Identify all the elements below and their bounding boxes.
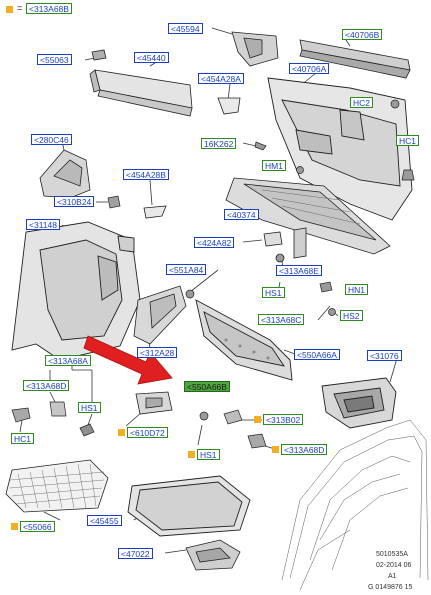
pillar-trim-280C46 bbox=[39, 149, 91, 199]
part-label-16K262[interactable]: 16K262 bbox=[201, 138, 237, 149]
part-label-31076[interactable]: <31076 bbox=[367, 350, 402, 361]
part-label-40706B[interactable]: <40706B bbox=[342, 29, 383, 40]
part-label-31148[interactable]: <31148 bbox=[26, 219, 60, 230]
reference-date: 02-2014 06 bbox=[376, 562, 412, 569]
part-label-55066[interactable]: <55066 bbox=[20, 521, 55, 532]
highlight-arrow-icon bbox=[83, 335, 173, 385]
reference-rev: A1 bbox=[388, 573, 397, 580]
part-label-HS2[interactable]: HS2 bbox=[340, 310, 363, 321]
part-label-313A68A[interactable]: <313A68A bbox=[45, 355, 91, 366]
clip-hm1 bbox=[296, 166, 304, 174]
part-label-313A68D-left[interactable]: <313A68D bbox=[23, 380, 70, 391]
cover-610D72 bbox=[135, 391, 173, 415]
part-label-HS1-bottom[interactable]: HS1 bbox=[197, 449, 220, 460]
part-label-551A84[interactable]: <551A84 bbox=[166, 264, 207, 275]
clip-551A84 bbox=[185, 289, 195, 299]
marker-313A68D-icon bbox=[272, 446, 279, 453]
bracket-313A68A bbox=[49, 401, 67, 417]
clips-right bbox=[223, 409, 267, 449]
marker-55066-icon bbox=[11, 523, 18, 530]
body-side-outline bbox=[281, 419, 429, 591]
cover-454A28B bbox=[143, 205, 167, 219]
part-label-454A28A[interactable]: <454A28A bbox=[198, 73, 244, 84]
reference-code: 5010535A bbox=[376, 551, 408, 558]
part-label-HS1-left[interactable]: HS1 bbox=[78, 402, 101, 413]
scuff-plate-40374 bbox=[225, 177, 391, 255]
part-label-HS1-upper[interactable]: HS1 bbox=[262, 287, 285, 298]
part-label-550A66B-highlighted[interactable]: <550A66B bbox=[184, 381, 230, 392]
quarter-trim-31148 bbox=[11, 221, 141, 361]
small-parts-left bbox=[11, 401, 95, 437]
part-label-HN1[interactable]: HN1 bbox=[345, 284, 369, 295]
floor-panel-550A66A bbox=[195, 299, 293, 381]
reference-gnum: G 0149876 15 bbox=[368, 584, 413, 591]
side-panel-312A28 bbox=[133, 285, 187, 345]
part-label-312A28[interactable]: <312A28 bbox=[137, 347, 178, 358]
part-label-313B02[interactable]: <313B02 bbox=[263, 414, 304, 425]
trim-40706B bbox=[299, 39, 411, 79]
part-label-45594[interactable]: <45594 bbox=[168, 23, 203, 34]
floor-mat-45455 bbox=[127, 475, 251, 537]
legend-equals: = bbox=[17, 3, 23, 13]
part-label-550A66A[interactable]: <550A66A bbox=[294, 349, 340, 360]
part-label-55063[interactable]: <55063 bbox=[37, 54, 72, 65]
part-label-45455[interactable]: <45455 bbox=[87, 515, 122, 526]
screw-16k262 bbox=[254, 141, 267, 151]
bracket-313A68E bbox=[275, 227, 307, 263]
marker-313B02-icon bbox=[254, 416, 261, 423]
clip-313B02 bbox=[223, 409, 243, 425]
clip-hc2 bbox=[390, 99, 400, 109]
cover-454A28A bbox=[217, 97, 241, 115]
part-label-40374[interactable]: <40374 bbox=[224, 209, 259, 220]
clip-313A68D-right bbox=[247, 433, 267, 449]
part-label-610D72[interactable]: <610D72 bbox=[127, 427, 168, 438]
clip-hn1 bbox=[319, 281, 333, 293]
screw-hs1-mid bbox=[199, 411, 209, 421]
cover-424A82 bbox=[263, 231, 283, 247]
part-label-313A68D-right[interactable]: <313A68D bbox=[281, 444, 328, 455]
part-label-454A28B[interactable]: <454A28B bbox=[123, 169, 169, 180]
storage-bin-31076 bbox=[321, 377, 397, 429]
part-label-47022[interactable]: <47022 bbox=[118, 548, 153, 559]
trim-45594 bbox=[231, 31, 279, 67]
part-label-45440[interactable]: <45440 bbox=[134, 52, 169, 63]
screw-hs2 bbox=[328, 308, 336, 316]
part-label-HM1[interactable]: HM1 bbox=[262, 160, 286, 171]
part-label-310B24[interactable]: <310B24 bbox=[54, 196, 95, 207]
part-label-HC1-bottom[interactable]: HC1 bbox=[11, 433, 35, 444]
load-cover-45440 bbox=[89, 49, 193, 117]
part-label-HC1-top[interactable]: HC1 bbox=[396, 135, 420, 146]
legend-marker-icon bbox=[6, 6, 13, 13]
clips bbox=[254, 99, 415, 181]
clip-313A68D-left bbox=[11, 407, 31, 423]
part-label-HC2[interactable]: HC2 bbox=[350, 97, 374, 108]
cargo-net-55066 bbox=[5, 459, 109, 513]
screw-hs1-left bbox=[79, 423, 95, 437]
clip-310B24 bbox=[107, 195, 121, 209]
part-label-313A68C[interactable]: <313A68C bbox=[258, 314, 305, 325]
part-label-424A82[interactable]: <424A82 bbox=[194, 237, 235, 248]
legend-part-label[interactable]: <313A68B bbox=[26, 3, 72, 14]
marker-HS1-icon bbox=[188, 451, 195, 458]
part-label-280C46[interactable]: <280C46 bbox=[31, 134, 72, 145]
part-label-313A68E[interactable]: <313A68E bbox=[276, 265, 322, 276]
clip-hc1 bbox=[401, 169, 415, 181]
marker-610D72-icon bbox=[118, 429, 125, 436]
tailgate-panel-40706A bbox=[267, 77, 413, 221]
part-label-40706A[interactable]: <40706A bbox=[289, 63, 330, 74]
tray-47022 bbox=[185, 539, 241, 571]
